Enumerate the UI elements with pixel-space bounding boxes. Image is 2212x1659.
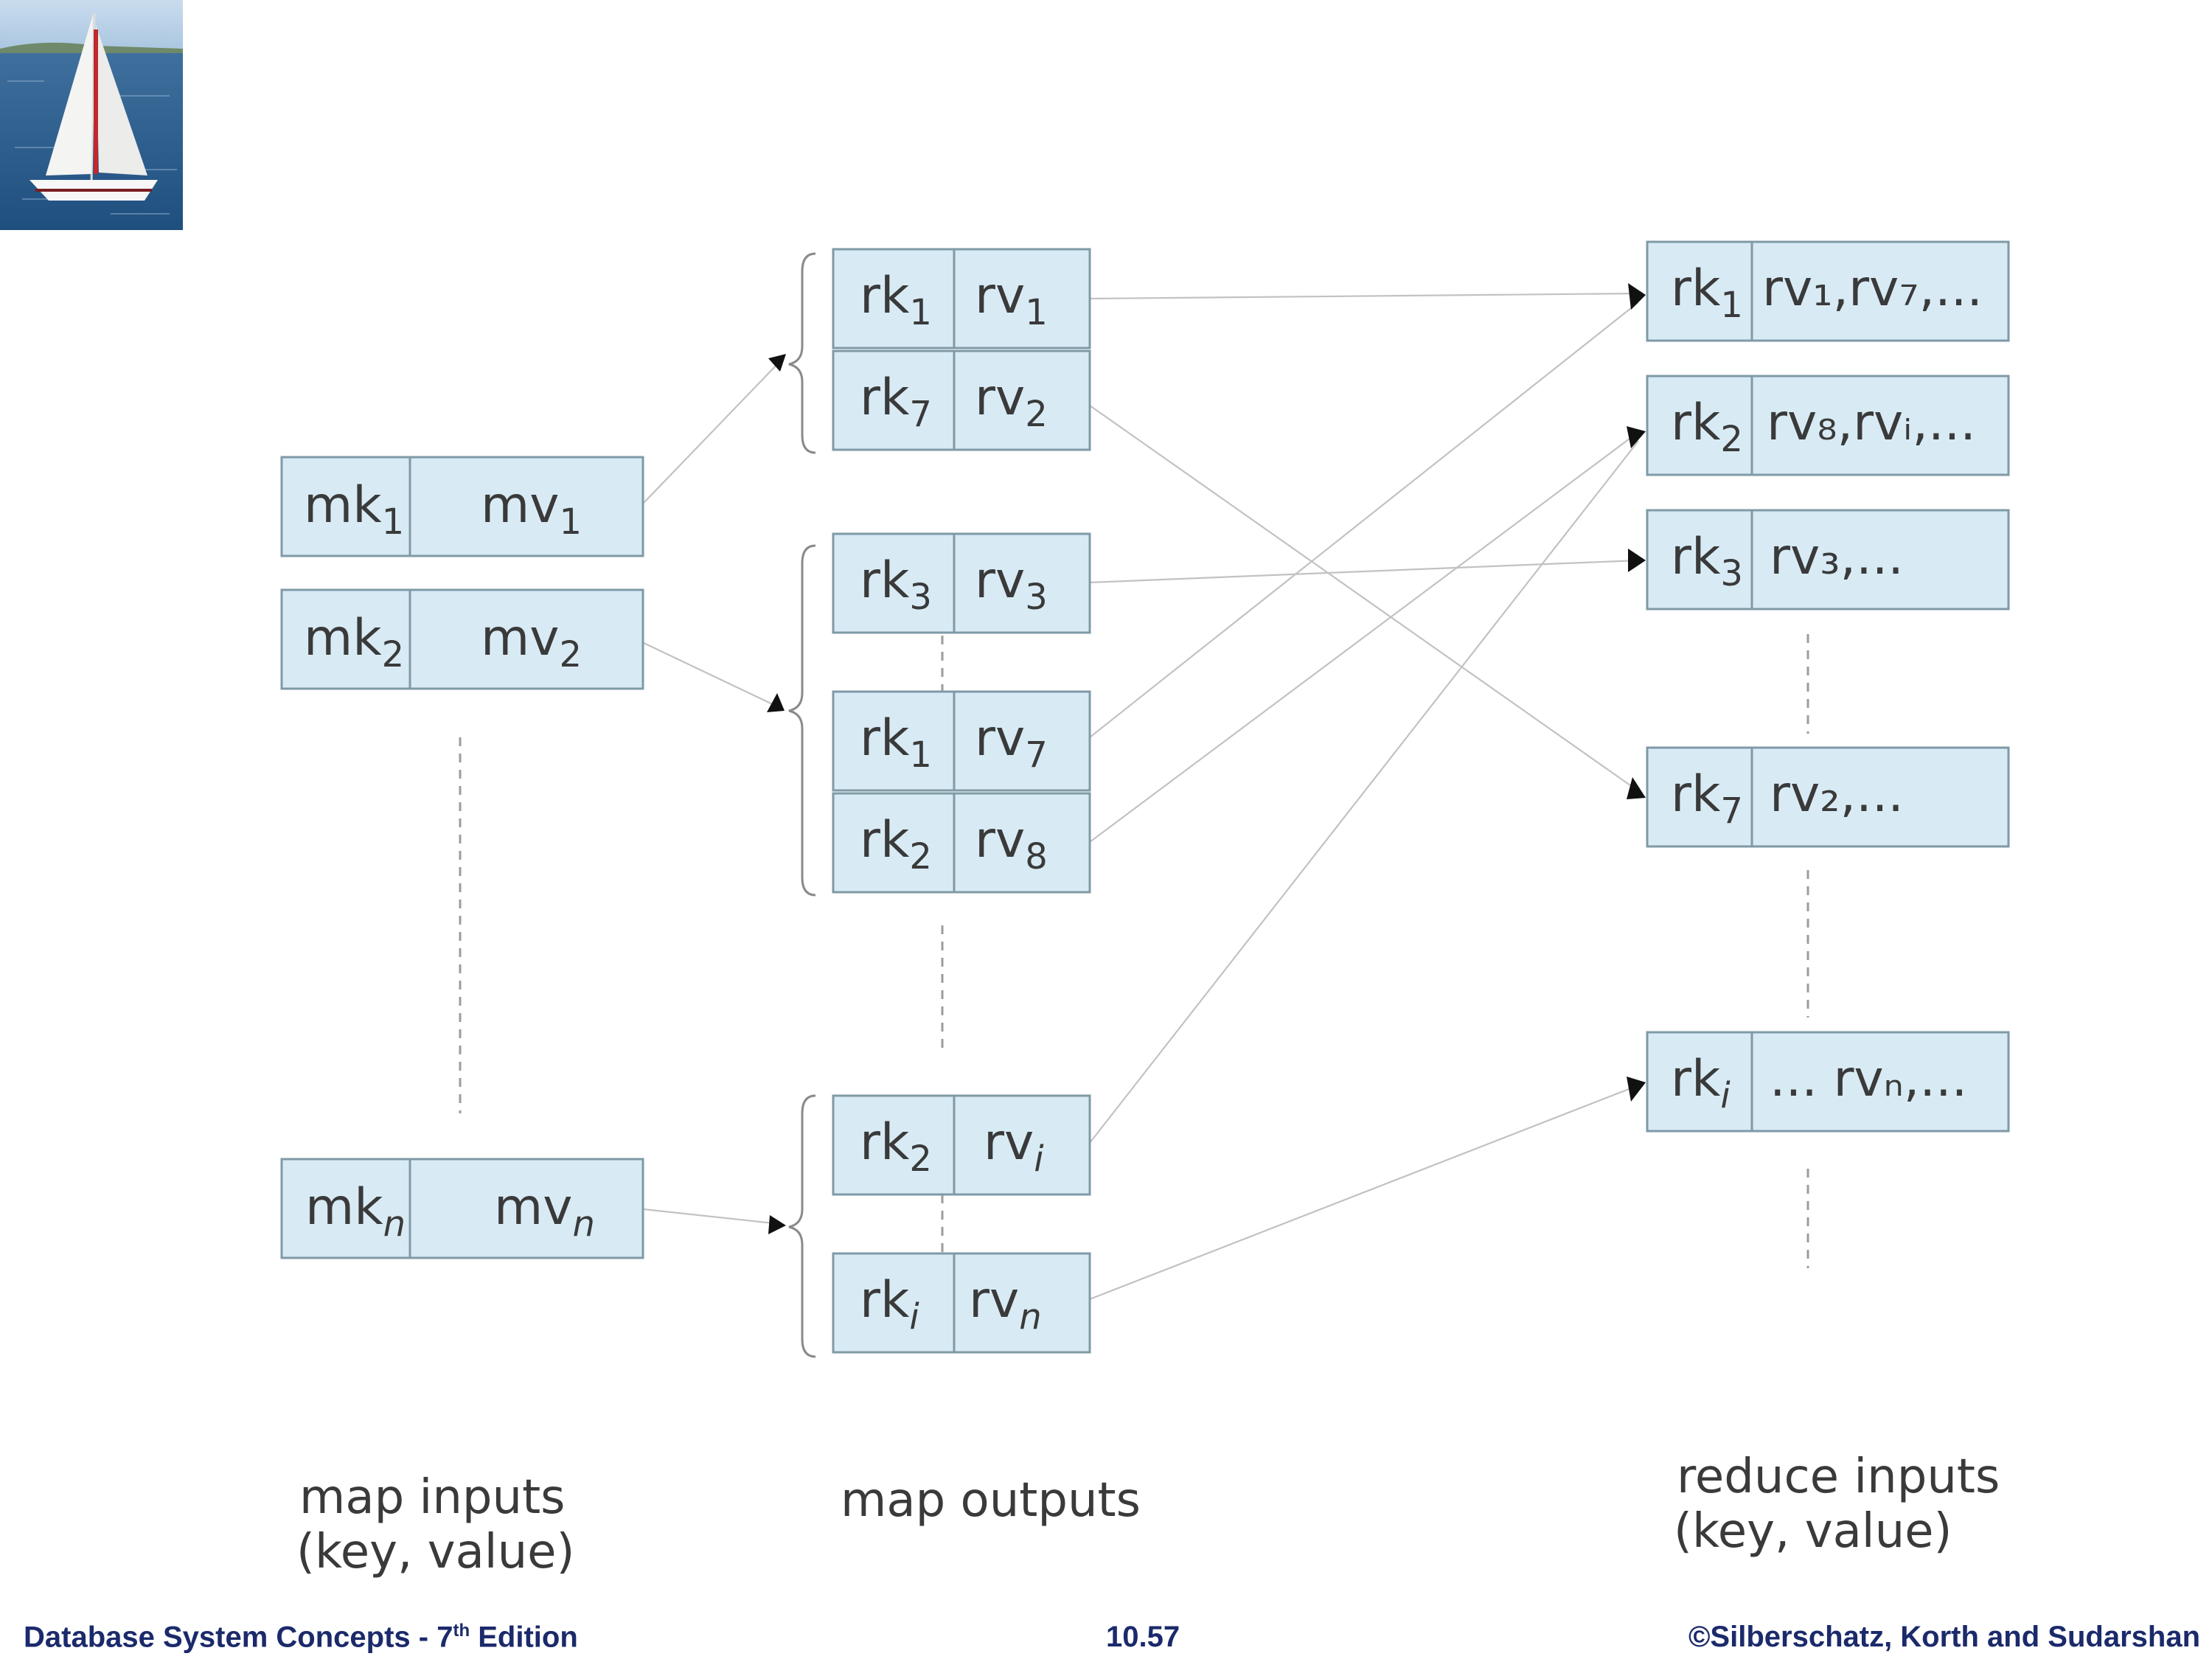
brace-group1 [788,252,816,454]
arrowhead-group3 [768,1215,786,1234]
reduce-input-key: rk7 [1671,765,1743,832]
map-output-key: rk7 [860,369,932,435]
footer-copyright: ©Silberschatz, Korth and Sudarshan [1688,1621,2200,1653]
braces [788,252,816,1358]
arrow-rk1rv1-to-rk1 [1089,292,1639,300]
arrow-rk3rv3-to-rk3 [1089,559,1639,584]
dashed-lines [459,634,1809,1268]
map-input-row: mk1 mv1 [280,456,644,557]
map-output-value: rv8 [975,811,1048,877]
map-output-row: rki rvn [832,1252,1091,1354]
map-output-value: rv2 [975,369,1048,435]
reduce-input-key: rk2 [1671,394,1743,460]
map-outputs-column: rk1 rv1 rk7 rv2 rk3 rv3 rk1 rv7 rk2 rv8 [832,248,1091,1354]
reduce-input-value: rv₂,... [1770,765,1904,824]
arrow-rkirvn-to-rki [1089,1084,1639,1301]
brace-group2 [788,544,816,897]
reduce-input-key: rki [1671,1050,1731,1116]
arrowhead-rk1 [1628,283,1646,310]
map-input-cell [280,1158,644,1259]
reduce-input-value: rv₃,... [1770,528,1904,586]
map-output-key: rk2 [860,1113,932,1180]
arrow-rk1rv7-to-rk1 [1089,302,1639,738]
arrow-mk2-to-group2 [643,642,781,709]
reduce-input-row: rk3 rv₃,... [1646,509,2010,611]
reduce-inputs-column: rk1 rv₁,rv₇,... rk2 rv₈,rvᵢ,... rk3 rv₃,… [1646,240,2010,1133]
map-output-row: rk7 rv2 [832,349,1091,451]
map-input-key: mk2 [304,609,404,675]
map-input-value: mvn [494,1178,595,1245]
map-output-row: rk2 rvi [832,1094,1091,1196]
map-input-value: mv1 [481,476,582,543]
arrow-rk2rv8-to-rk2 [1089,431,1639,843]
reduce-input-row: rk2 rv₈,rvᵢ,... [1646,375,2010,476]
arrowhead-group1 [768,354,786,372]
reduce-input-row: rk7 rv₂,... [1646,746,2010,848]
footer-book-title: Database System Concepts - 7th Edition [24,1621,578,1654]
caption-map-inputs-line1: map inputs [299,1470,566,1525]
map-output-key: rk1 [860,267,932,333]
map-output-key: rki [860,1271,919,1338]
footer-page-number: 10.57 [1106,1621,1180,1653]
reduce-input-value: rv₁,rv₇,... [1762,260,1983,318]
map-input-value: mv2 [481,609,582,675]
map-output-row: rk2 rv8 [832,792,1091,894]
map-output-row: rk1 rv7 [832,690,1091,792]
caption-map-outputs: map outputs [841,1473,1141,1528]
brace-group3 [788,1094,816,1358]
map-input-key: mk1 [304,476,404,543]
map-inputs-column: mk1 mv1 mk2 mv2 mkn mvn [280,456,644,1259]
arrowhead-rk2 [1627,426,1646,448]
arrow-rk7rv2-to-rk7 [1089,405,1636,790]
caption-reduce-inputs-line2: (key, value) [1674,1504,1952,1559]
map-output-value: rv3 [975,552,1048,618]
caption-reduce-inputs-line1: reduce inputs [1677,1450,2000,1504]
map-input-row: mk2 mv2 [280,588,644,690]
map-output-value: rvi [984,1113,1044,1180]
map-input-row: mkn mvn [280,1158,644,1259]
arrowhead-rki [1627,1077,1646,1102]
map-output-key: rk1 [860,709,932,776]
map-output-key: rk2 [860,811,932,877]
caption-map-inputs-line2: (key, value) [296,1525,574,1579]
reduce-input-value: ... rvₙ,... [1770,1050,1967,1108]
arrowhead-group2 [767,693,785,712]
footer-title-suffix: Edition [470,1621,578,1654]
map-input-cell [280,456,644,557]
map-input-key: mkn [305,1178,406,1245]
reduce-input-row: rk1 rv₁,rv₇,... [1646,240,2010,342]
arrowhead-rk7 [1627,777,1646,799]
arrow-mkn-to-group3 [643,1208,781,1225]
reduce-input-value: rv₈,rvᵢ,... [1767,394,1976,452]
arrow-rk2rvi-to-rk2 [1089,440,1639,1144]
map-output-value: rvn [969,1271,1042,1338]
map-output-value: rv1 [975,267,1048,333]
map-output-row: rk1 rv1 [832,248,1091,349]
map-input-cell [280,588,644,690]
arrow-mk1-to-group1 [643,361,781,504]
arrows [643,283,1646,1301]
reduce-input-key: rk3 [1671,528,1743,594]
arrowhead-rk3 [1628,549,1646,572]
map-output-key: rk3 [860,552,932,618]
reduce-input-key: rk1 [1671,260,1743,326]
reduce-input-row: rki ... rvₙ,... [1646,1031,2010,1133]
sailboat-icon [0,0,183,230]
captions: map inputs (key, value) map outputs redu… [296,1450,2000,1579]
map-output-row: rk3 rv3 [832,532,1091,634]
footer-title-sup: th [453,1621,470,1641]
map-output-value: rv7 [975,709,1048,776]
footer-title-text: Database System Concepts - 7 [24,1621,453,1654]
